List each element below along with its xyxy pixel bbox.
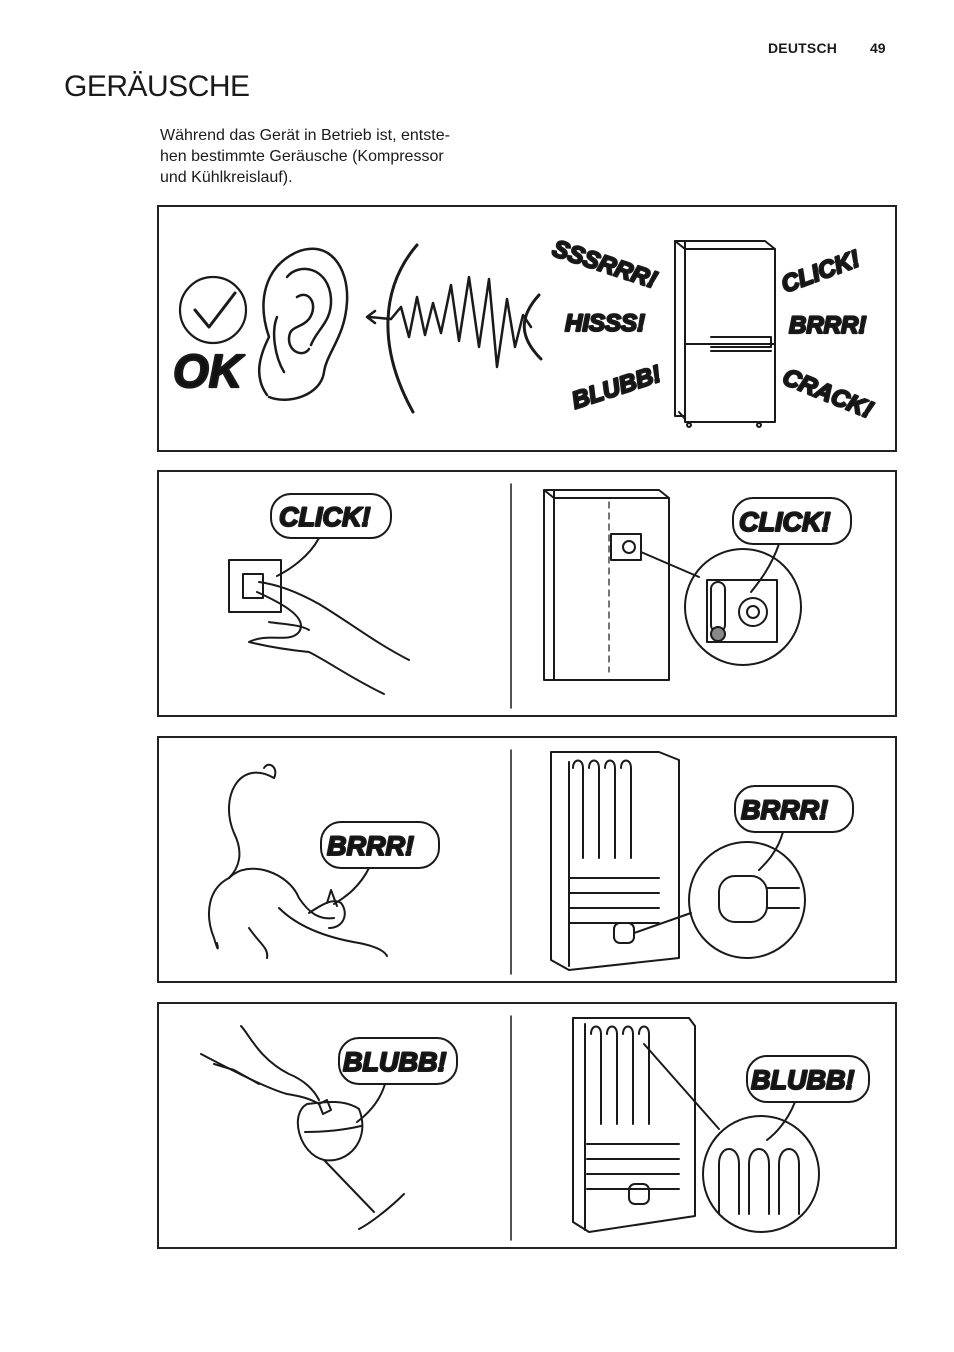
thermostat-zoom-icon (640, 548, 802, 666)
speech-bubble-text: CLICK! (279, 502, 370, 532)
page-number: 49 (870, 40, 886, 56)
sound-wave-icon (365, 243, 543, 414)
sound-label: BLUBB! (569, 361, 665, 415)
sound-label: CLICK! (778, 245, 864, 298)
wine-bottle-icon (200, 1025, 332, 1115)
intro-line: und Kühlkreislauf). (160, 169, 293, 186)
intro-line: Während das Gerät in Betrieb ist, entste… (160, 127, 450, 144)
speech-bubble (338, 1037, 458, 1123)
wine-glass-icon (297, 1101, 405, 1230)
header-language: DEUTSCH (768, 40, 838, 56)
intro-paragraph: Während das Gerät in Betrieb ist, entste… (160, 125, 500, 188)
illustration-panel-click: CLICK! CLICK! (157, 470, 897, 717)
intro-line: hen bestimmte Geräusche (Kompressor (160, 148, 444, 165)
refrigerator-icon (674, 240, 776, 428)
speech-bubble-text: BLUBB! (343, 1047, 446, 1077)
speech-bubble-text: BRRR! (741, 795, 828, 825)
ok-label: OK (173, 345, 245, 397)
light-switch-icon (228, 559, 282, 613)
sound-label: BRRR! (789, 312, 866, 339)
speech-bubble-text: BLUBB! (751, 1065, 854, 1095)
compressor-zoom-icon (633, 841, 806, 959)
illustration-panel-brrr: BRRR! BRRR! (157, 736, 897, 983)
speech-bubble (320, 821, 440, 905)
refrigerator-icon (543, 489, 670, 681)
illustration-panel-blubb: BLUBB! BLUBB! (157, 1002, 897, 1249)
cat-icon (208, 763, 388, 959)
sound-label: CRACK! (779, 364, 877, 424)
sound-label: HISSS! (565, 310, 645, 337)
checkmark-icon (178, 275, 248, 345)
sound-label: SSSRRR! (549, 235, 660, 294)
coil-zoom-icon (643, 1043, 820, 1233)
speech-bubble-text: BRRR! (327, 831, 414, 861)
illustration-panel-overview: OK SSSRRR! HISSS! BLUBB! (157, 205, 897, 452)
speech-bubble (270, 493, 392, 577)
speech-bubble (734, 785, 854, 871)
speech-bubble (732, 497, 852, 593)
refrigerator-back-icon (550, 751, 680, 971)
ear-icon (257, 247, 349, 401)
hand-icon (248, 581, 410, 695)
speech-bubble-text: CLICK! (739, 507, 830, 537)
refrigerator-back-icon (572, 1017, 696, 1233)
speech-bubble (746, 1055, 870, 1141)
section-title: GERÄUSCHE (64, 70, 250, 103)
